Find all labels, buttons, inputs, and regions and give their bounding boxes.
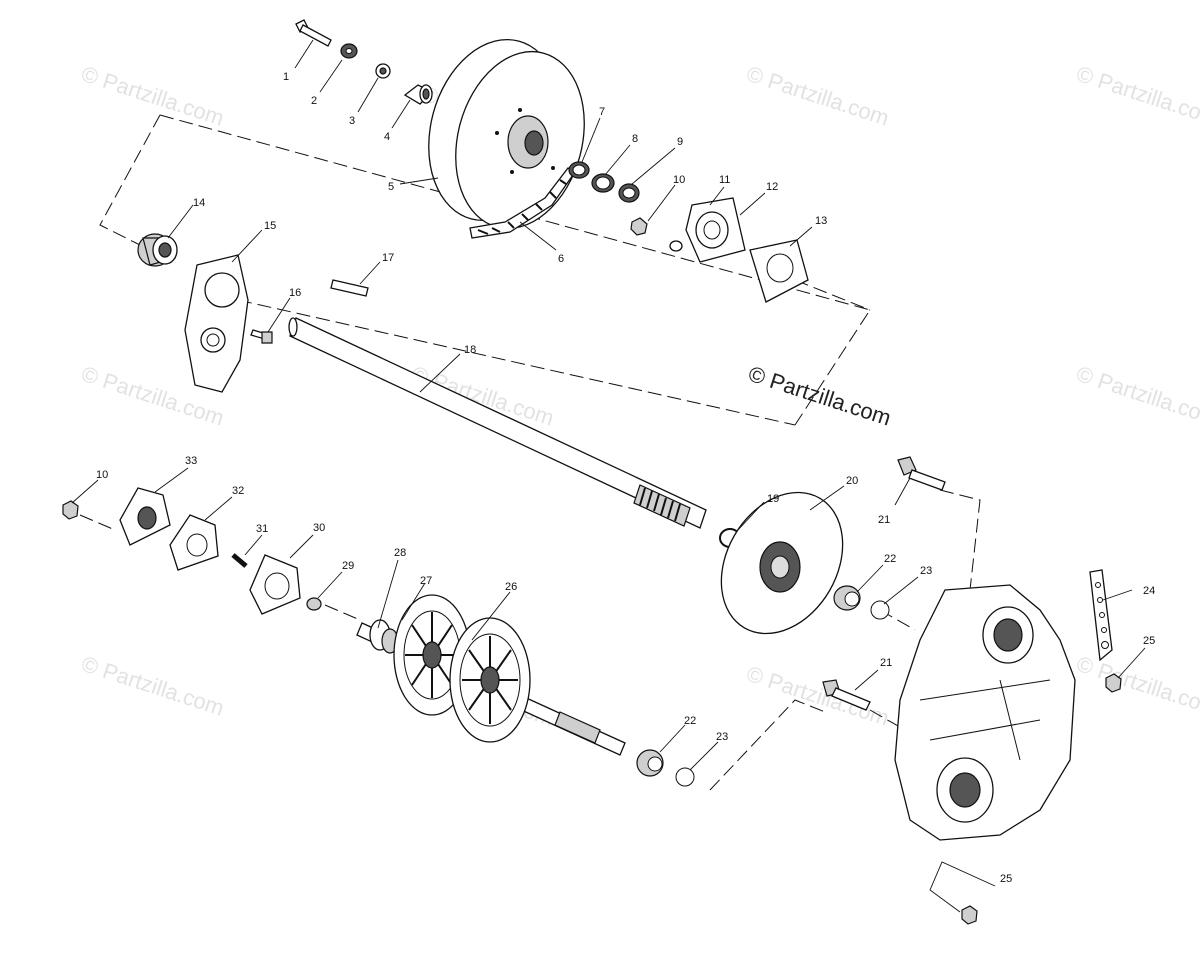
seal-7 [568, 161, 590, 179]
key-17 [330, 279, 369, 297]
watermark: © Partzilla.com [78, 651, 227, 721]
assembly-line [237, 299, 796, 426]
callout-2: 2 [311, 95, 317, 107]
washer-3 [375, 63, 391, 79]
callout-27: 27 [420, 575, 432, 587]
callout-19: 19 [767, 493, 779, 505]
callout-17: 17 [382, 252, 394, 264]
callout-21b: 21 [880, 657, 892, 669]
flange-plate-33 [119, 487, 171, 546]
seal-8 [591, 173, 615, 193]
assembly-line [709, 699, 826, 791]
nut-25b [961, 905, 978, 925]
shaft-18 [288, 317, 707, 529]
callout-10b: 10 [96, 469, 108, 481]
callout-3: 3 [349, 115, 355, 127]
bolt-1 [295, 19, 332, 47]
callout-11: 11 [719, 174, 730, 186]
assembly-lines [79, 114, 981, 791]
seal-23b [675, 767, 695, 787]
nut-10b [62, 500, 79, 520]
callout-23b: 23 [716, 731, 728, 743]
callout-29: 29 [342, 560, 354, 572]
callout-1: 1 [283, 71, 289, 83]
callout-32: 32 [232, 485, 244, 497]
gasket-32 [169, 514, 219, 571]
callout-15: 15 [264, 220, 276, 232]
callout-13: 13 [815, 215, 827, 227]
bushing-4 [403, 84, 434, 105]
chain-6 [469, 167, 576, 239]
assembly-line [99, 114, 161, 246]
bushing-29 [306, 597, 322, 611]
callout-7: 7 [599, 106, 605, 118]
nut-25a [1105, 673, 1122, 693]
nut-10 [630, 217, 648, 236]
watermark: © Partzilla.com [78, 61, 227, 131]
leader-lines [71, 39, 1146, 913]
spring-31 [231, 553, 248, 568]
callout-23a: 23 [920, 565, 932, 577]
callout-16: 16 [289, 287, 301, 299]
bolt-21b [822, 679, 871, 711]
washer-11-small [669, 240, 683, 252]
callout-4: 4 [384, 131, 390, 143]
callout-18: 18 [464, 344, 476, 356]
callout-30: 30 [313, 522, 325, 534]
watermark-main: © Partzilla.com [745, 361, 894, 431]
callout-28: 28 [394, 547, 406, 559]
callout-25a: 25 [1143, 635, 1155, 647]
watermark: © Partzilla.com [1073, 61, 1200, 131]
callout-14: 14 [193, 197, 205, 209]
bearing-14 [137, 233, 178, 267]
drive-sprocket-26 [449, 617, 531, 743]
assembly-line [159, 114, 871, 426]
callout-33: 33 [185, 455, 197, 467]
callout-31: 31 [256, 523, 268, 535]
assembly-line [324, 604, 361, 621]
bearing-cover-15 [184, 254, 249, 393]
bolt-21a [897, 456, 946, 491]
sprocket-5 [428, 38, 585, 230]
bearing-plate-13 [749, 239, 809, 303]
watermark: © Partzilla.com [1073, 651, 1200, 721]
callout-labels: 1 2 3 4 5 6 7 8 9 10 11 12 13 14 15 16 1… [96, 71, 1155, 885]
seal-9 [618, 183, 640, 203]
flange-plate-12 [685, 197, 746, 263]
assembly-line [79, 514, 116, 531]
bearing-22b [636, 749, 664, 777]
assembly-line [794, 279, 871, 311]
callout-24: 24 [1143, 585, 1155, 597]
callout-20: 20 [846, 475, 858, 487]
watermark: © Partzilla.com [743, 61, 892, 131]
callout-9: 9 [677, 136, 683, 148]
callout-12: 12 [766, 181, 778, 193]
callout-8: 8 [632, 133, 638, 145]
bracket-24 [1089, 569, 1113, 662]
callout-21a: 21 [878, 514, 890, 526]
callout-5: 5 [388, 181, 394, 193]
chaincase-housing [894, 584, 1076, 841]
callout-26: 26 [505, 581, 517, 593]
callout-25b: 25 [1000, 873, 1012, 885]
callout-22a: 22 [884, 553, 896, 565]
seal-23a [870, 600, 890, 620]
washer-2 [340, 43, 358, 59]
watermark: © Partzilla.com [1073, 361, 1200, 431]
callout-22b: 22 [684, 715, 696, 727]
assembly-line [939, 489, 981, 591]
callout-10a: 10 [673, 174, 685, 186]
flange-plate-30 [249, 554, 301, 615]
bolt-16 [250, 329, 273, 344]
brake-disc-20 [720, 491, 844, 635]
callout-6: 6 [558, 253, 564, 265]
bearing-22a [833, 585, 861, 611]
watermark: © Partzilla.com [743, 661, 892, 731]
